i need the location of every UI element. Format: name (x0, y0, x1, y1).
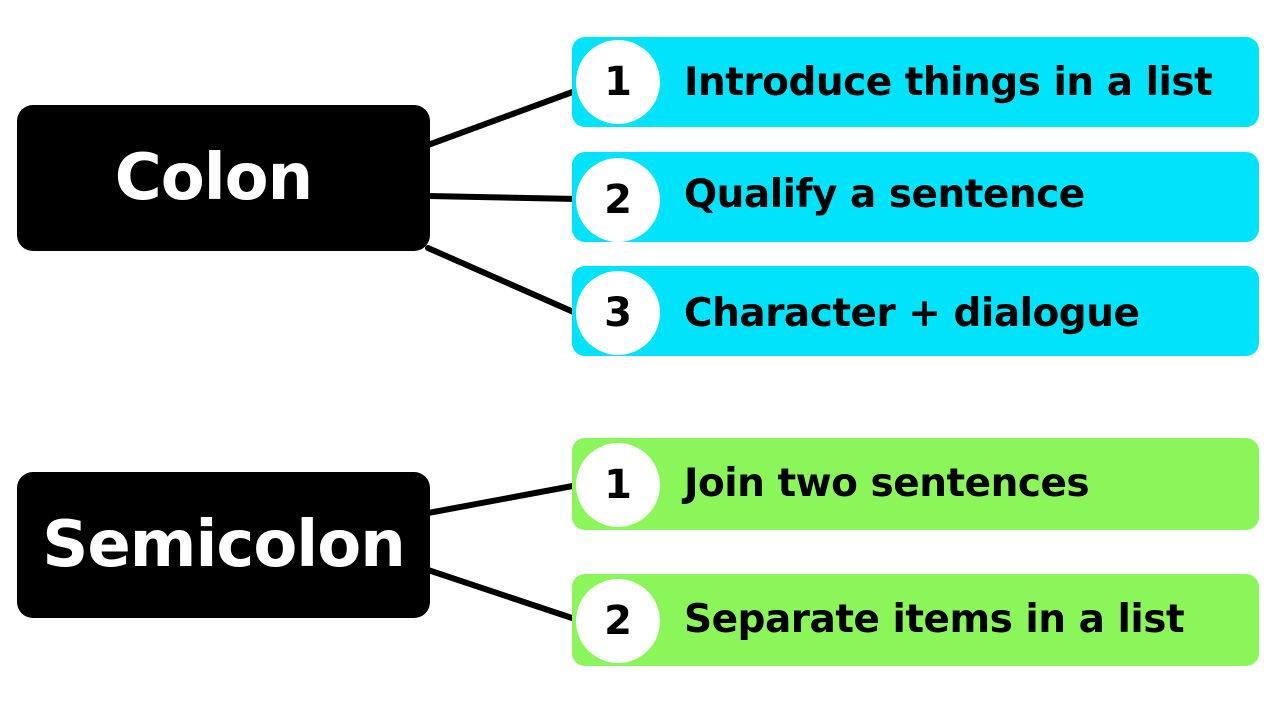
colon-badge-2: 2 (576, 158, 660, 242)
colon-title: Colon (114, 141, 313, 215)
semicolon-branch-2: 2 Separate items in a list (572, 574, 1259, 666)
semicolon-badge-1: 1 (576, 443, 660, 527)
semicolon-title: Semicolon (42, 508, 405, 582)
semicolon-branch-1-label: Join two sentences (684, 460, 1090, 506)
colon-node: Colon (17, 105, 430, 251)
colon-badge-3: 3 (576, 271, 660, 355)
colon-branch-1: 1 Introduce things in a list (572, 37, 1259, 127)
connector-semicolon-1 (425, 482, 581, 516)
semicolon-branch-2-label: Separate items in a list (684, 596, 1185, 642)
colon-branch-1-label: Introduce things in a list (684, 59, 1213, 105)
colon-branch-3-label: Character + dialogue (684, 291, 1140, 336)
colon-badge-1: 1 (576, 40, 660, 124)
connector-colon-2 (425, 193, 581, 202)
colon-branch-2-label: Qualify a sentence (684, 171, 1085, 217)
connector-colon-3 (425, 245, 581, 317)
connector-colon-1 (425, 87, 581, 148)
semicolon-node: Semicolon (17, 472, 430, 618)
colon-branch-2: 2 Qualify a sentence (572, 152, 1259, 242)
semicolon-badge-2: 2 (576, 579, 660, 663)
connector-semicolon-2 (425, 567, 581, 623)
semicolon-branch-1: 1 Join two sentences (572, 438, 1259, 530)
colon-branch-3: 3 Character + dialogue (572, 266, 1259, 356)
